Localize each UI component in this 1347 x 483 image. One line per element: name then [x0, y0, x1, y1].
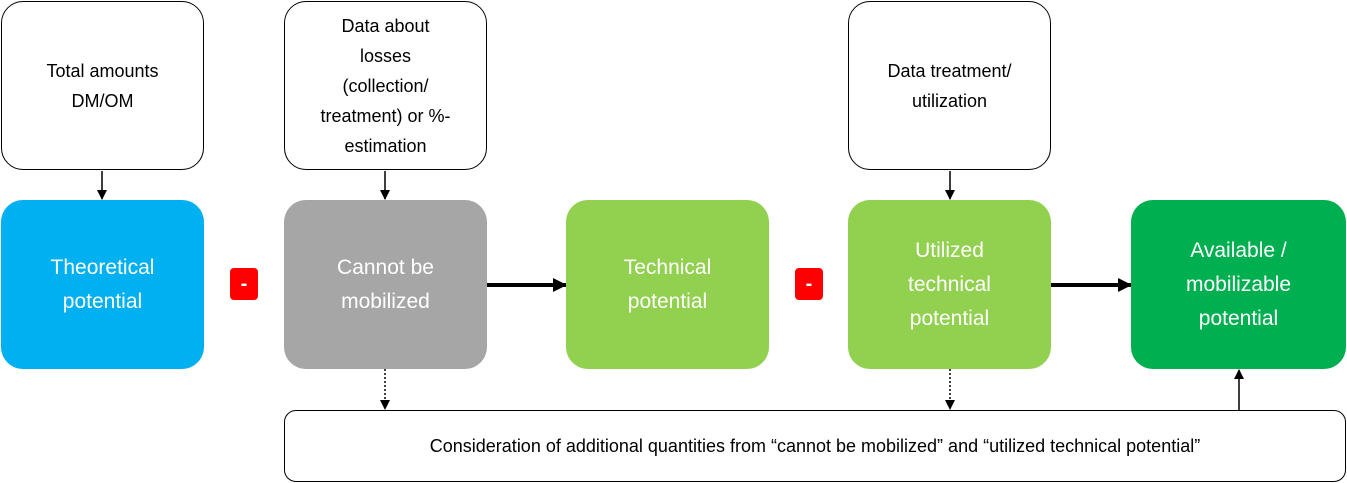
stage-label-cannot-mobilize: Cannot be mobilized [337, 255, 434, 313]
input-label-treatment-data: Data treatment/ utilization [887, 60, 1012, 111]
consideration-label: Consideration of additional quantities f… [429, 436, 1201, 456]
minus-operator-2-label: - [805, 272, 813, 295]
minus-operator-2: - [795, 268, 823, 300]
input-box-treatment-data: Data treatment/ utilization [848, 1, 1051, 170]
consideration-box: Consideration of additional quantities f… [284, 410, 1346, 482]
stage-theoretical-potential: Theoretical potential [1, 200, 204, 369]
stage-available-potential: Available / mobilizable potential [1131, 200, 1346, 369]
stage-label-theoretical: Theoretical potential [50, 255, 155, 313]
stage-label-utilized: Utilized technical potential [908, 238, 991, 330]
stage-label-technical: Technical potential [623, 255, 712, 313]
stage-technical-potential: Technical potential [566, 200, 769, 369]
input-box-losses-data: Data about losses (collection/ treatment… [284, 1, 487, 170]
minus-operator-1: - [230, 268, 258, 300]
stage-label-available: Available / mobilizable potential [1185, 238, 1292, 330]
stage-cannot-be-mobilized: Cannot be mobilized [284, 200, 487, 369]
input-label-total-amounts: Total amounts DM/OM [46, 60, 159, 111]
input-label-losses-data: Data about losses (collection/ treatment… [320, 15, 451, 156]
minus-operator-1-label: - [240, 272, 248, 295]
stage-utilized-technical-potential: Utilized technical potential [848, 200, 1051, 369]
input-box-total-amounts: Total amounts DM/OM [1, 1, 204, 170]
